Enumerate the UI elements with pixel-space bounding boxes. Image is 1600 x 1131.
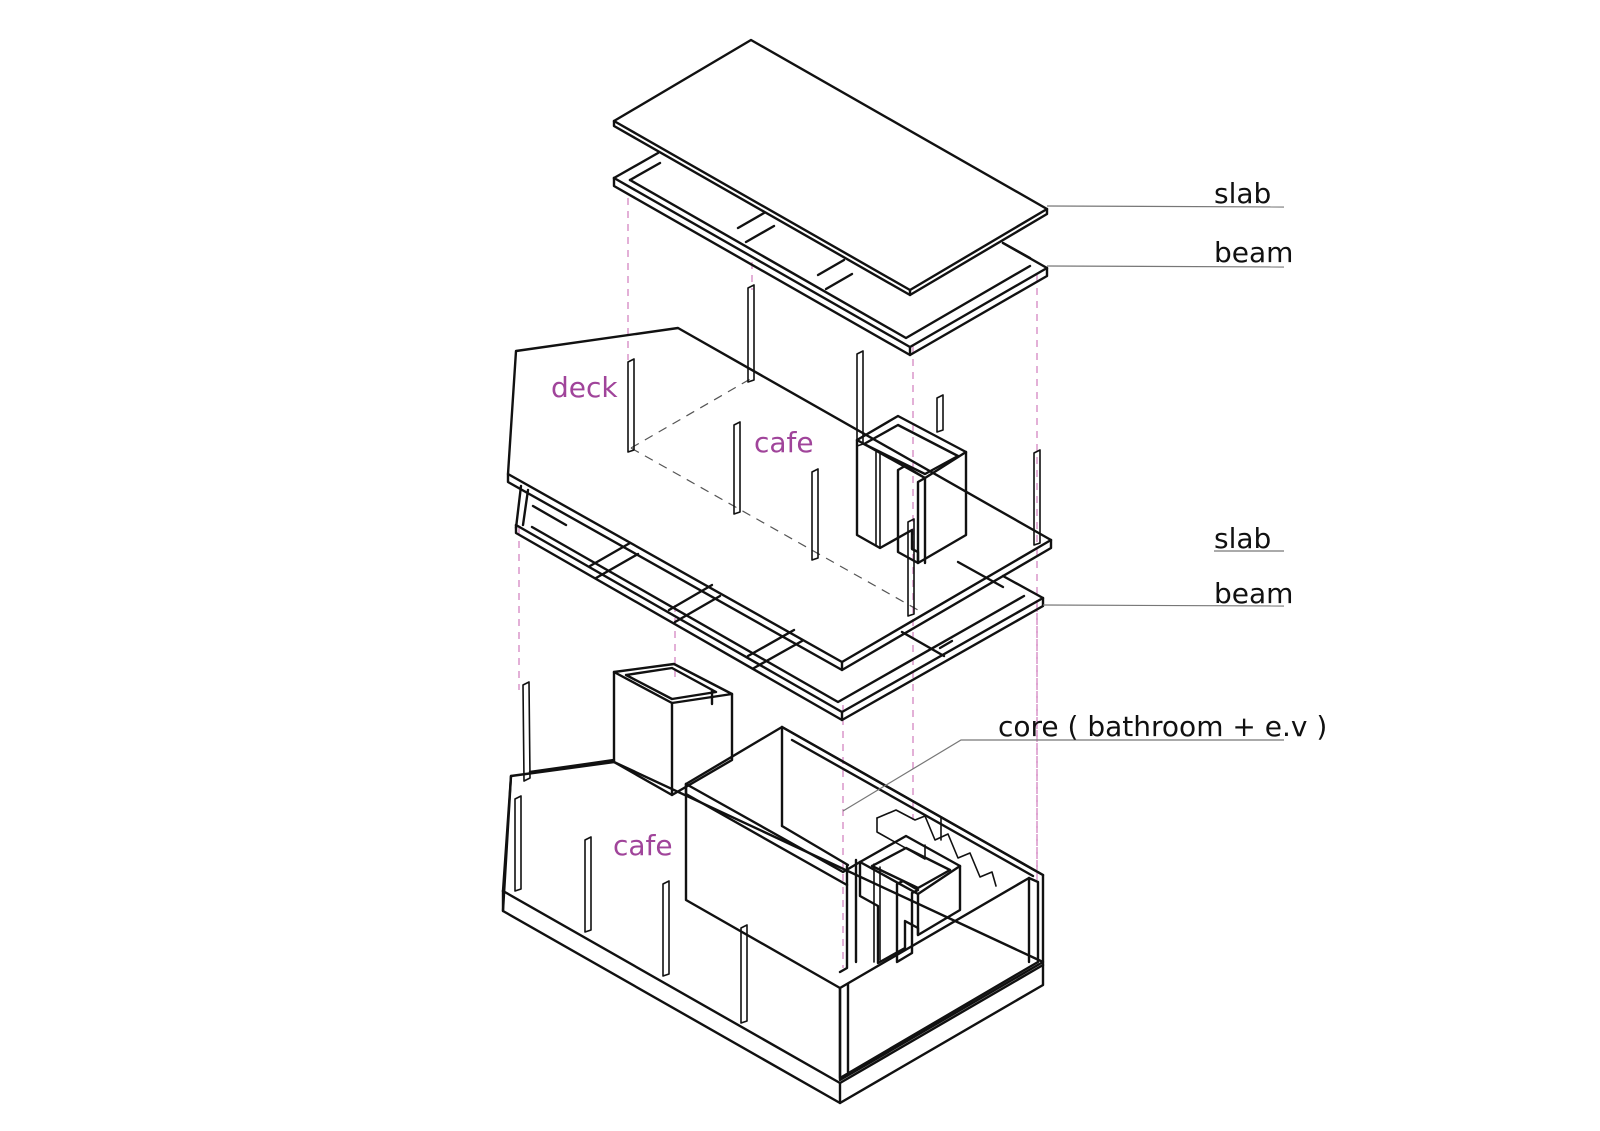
label-slab-top: slab [1214, 177, 1271, 210]
label-core: core ( bathroom + e.v ) [998, 710, 1327, 743]
top-slab [612, 38, 1049, 297]
ground-walls [684, 725, 1045, 1082]
label-beam-middle: beam [1214, 577, 1293, 610]
leader-lines [842, 205, 1285, 812]
label-beam-top: beam [1214, 236, 1293, 269]
ground-base [501, 760, 1045, 1105]
ground-small-core [528, 662, 734, 797]
zone-deck: deck [551, 371, 618, 404]
middle-slab [506, 326, 1053, 672]
upper-core [855, 414, 968, 565]
ground-columns [514, 681, 748, 1024]
middle-beam-frame [514, 484, 1045, 722]
zone-cafe-upper: cafe [754, 426, 814, 459]
projection-lines [518, 198, 1038, 968]
label-slab-middle: slab [1214, 522, 1271, 555]
top-beam-frame [612, 151, 1049, 357]
zone-cafe-lower: cafe [613, 829, 673, 862]
